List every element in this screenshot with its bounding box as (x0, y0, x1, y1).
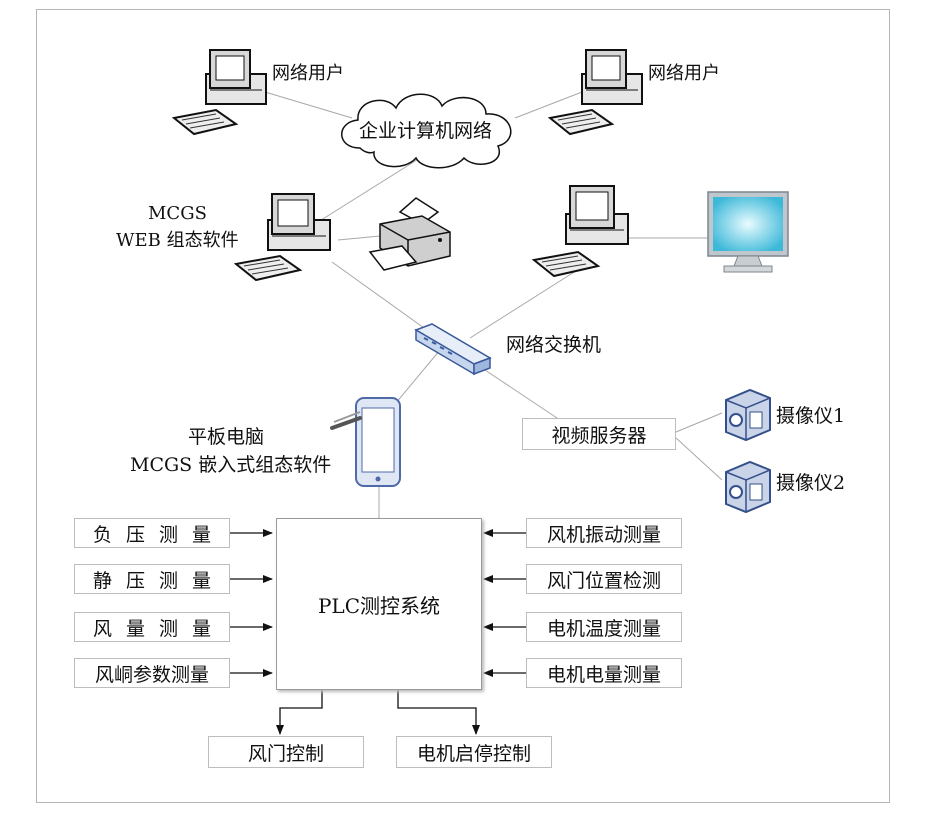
wire-mcgs-switch (331, 261, 439, 339)
camera1-label: 摄像仪1 (776, 405, 846, 427)
plc-control-system-box: PLC测控系统 (276, 518, 482, 690)
input-box-negative-pressure: 负压测量 (74, 518, 230, 548)
wire-switch-video (484, 369, 561, 421)
mcgs-web-label-line2: WEB 组态软件 (116, 230, 239, 251)
wire-video-cam1 (675, 412, 723, 433)
input-box-damper-position: 风门位置检测 (526, 564, 682, 594)
diagram-frame (36, 9, 890, 803)
printer-icon (368, 197, 451, 271)
tablet-icon (330, 397, 401, 487)
network-switch-label: 网络交换机 (506, 334, 602, 356)
wire-user-right-cloud (514, 91, 583, 119)
network-user-right-label: 网络用户 (648, 63, 720, 84)
input-box-duct-params: 风峒参数测量 (74, 658, 230, 688)
plc-label: PLC测控系统 (317, 593, 441, 618)
computer-icon (234, 193, 331, 282)
input-box-motor-temperature: 电机温度测量 (526, 612, 682, 642)
tablet-label-line2: MCGS 嵌入式组态软件 (130, 454, 332, 476)
arrow-out-motor (397, 690, 480, 735)
output-box-motor-start-stop: 电机启停控制 (396, 736, 552, 768)
wire-user-left-cloud (264, 91, 353, 119)
wire-cloud-mcgs (317, 157, 421, 223)
camera2-label: 摄像仪2 (776, 472, 846, 494)
computer-icon (172, 49, 267, 136)
wire-video-cam2 (675, 437, 723, 481)
arrow-out-damper (276, 690, 323, 735)
camera-icon (725, 460, 771, 514)
wire-switch-pc (469, 261, 591, 339)
network-user-left-label: 网络用户 (272, 63, 344, 84)
wire-mcgs-printer (337, 235, 381, 241)
monitor-icon (707, 191, 789, 273)
mcgs-web-label-line1: MCGS (148, 203, 207, 224)
input-box-motor-electric: 电机电量测量 (526, 658, 682, 688)
output-box-damper-control: 风门控制 (208, 736, 364, 768)
enterprise-network-label: 企业计算机网络 (359, 120, 493, 142)
input-box-fan-vibration: 风机振动测量 (526, 518, 682, 548)
input-box-static-pressure: 静压测量 (74, 564, 230, 594)
computer-icon (531, 185, 629, 278)
network-switch-icon (414, 323, 492, 376)
cloud-icon (341, 93, 512, 169)
computer-icon (548, 49, 643, 136)
video-server-box: 视频服务器 (522, 418, 676, 450)
camera-icon (725, 388, 771, 442)
input-box-air-volume: 风量测量 (74, 612, 230, 642)
tablet-label-line1: 平板电脑 (188, 426, 265, 448)
